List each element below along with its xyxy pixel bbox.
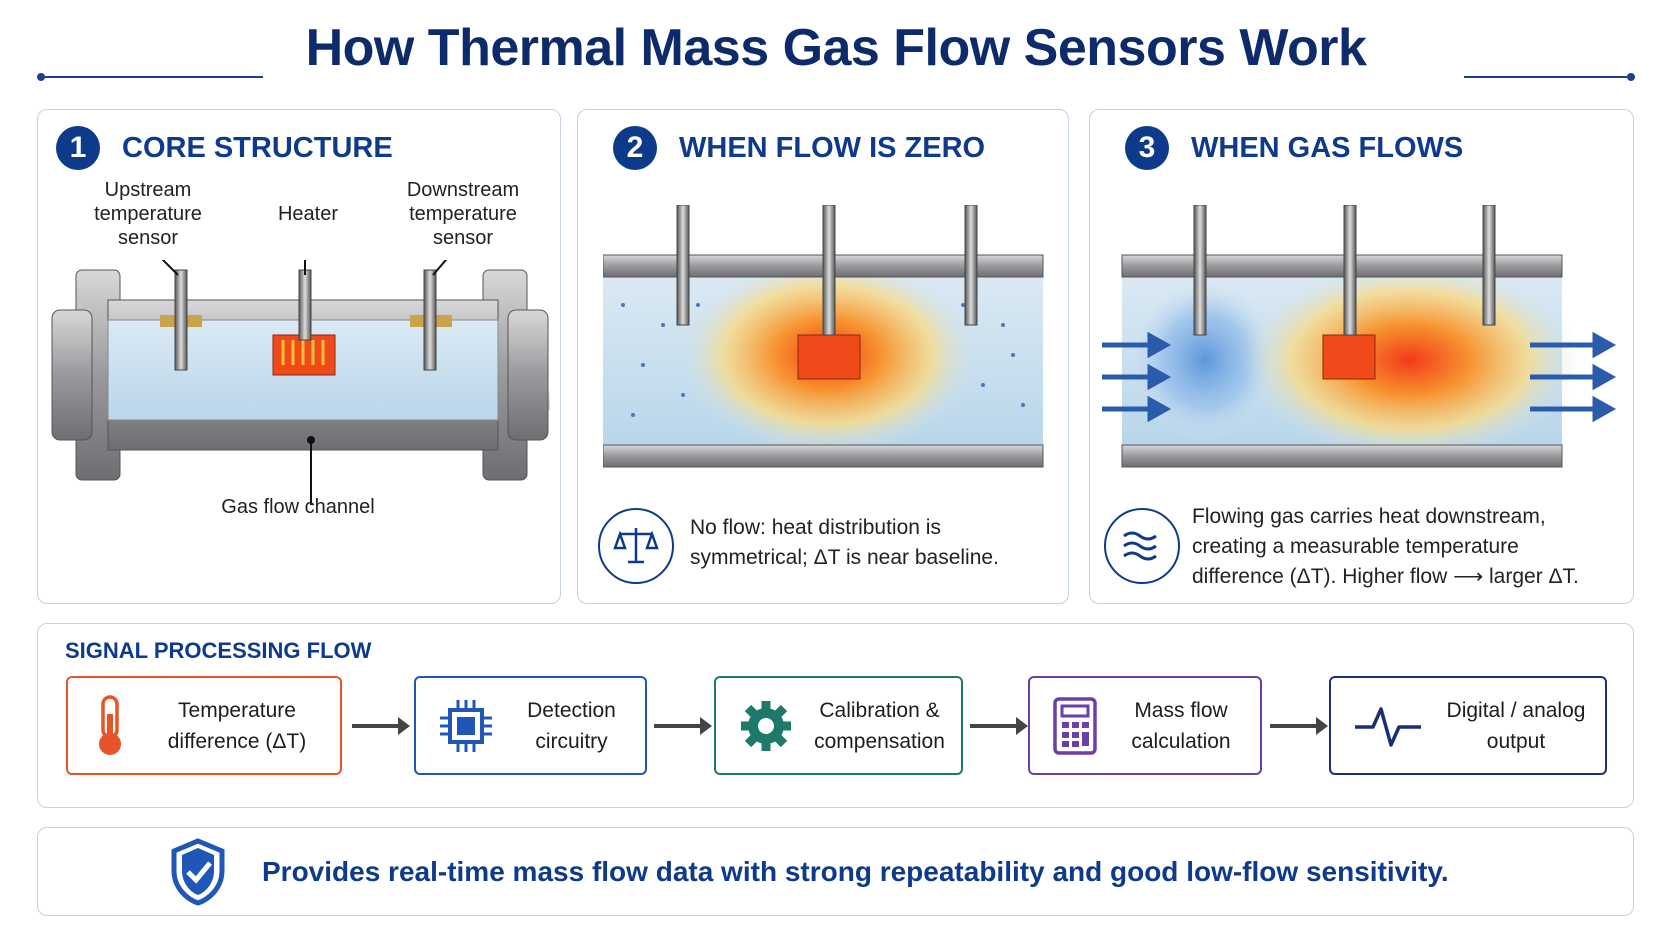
gas-flow-channel-label: Gas flow channel bbox=[221, 496, 375, 518]
zero-flow-description: No flow: heat distribution is symmetrica… bbox=[690, 516, 999, 569]
downstream-sensor-label: Downstream temperature sensor bbox=[406, 179, 520, 249]
step-number-badge: 2 bbox=[613, 126, 657, 170]
step-temperature-difference: Temperature difference (ΔT) bbox=[66, 676, 342, 775]
zero-flow-heat-diagram bbox=[603, 205, 1044, 468]
flow-arrow bbox=[352, 717, 410, 735]
gas-flow-description: Flowing gas carries heat downstream, cre… bbox=[1192, 505, 1579, 588]
summary-banner: Provides real-time mass flow data with s… bbox=[37, 827, 1634, 916]
flow-arrow bbox=[654, 717, 712, 735]
shield-check-icon bbox=[171, 837, 225, 906]
step-calibration: Calibration & compensation bbox=[714, 676, 963, 775]
page-title: How Thermal Mass Gas Flow Sensors Work bbox=[305, 19, 1367, 77]
panel-title: WHEN FLOW IS ZERO bbox=[679, 131, 986, 164]
step-label: Calibration & compensation bbox=[814, 698, 945, 753]
flow-arrow bbox=[970, 717, 1028, 735]
signal-wave-icon bbox=[1355, 706, 1421, 747]
gas-flowing-panel: 3 WHEN GAS FLOWS Flowing gas carries hea… bbox=[1089, 109, 1634, 604]
step-output: Digital / analog output bbox=[1329, 676, 1607, 775]
thermometer-icon bbox=[99, 694, 121, 755]
gas-flow-heat-diagram bbox=[1102, 205, 1617, 468]
step-detection-circuitry: Detection circuitry bbox=[414, 676, 647, 775]
gas-flow-waves-icon bbox=[1104, 508, 1180, 584]
flow-sensor-cross-section bbox=[51, 260, 550, 505]
heater-label: Heater bbox=[277, 203, 339, 225]
title-rule-left bbox=[41, 76, 263, 78]
title-rule-right bbox=[1464, 76, 1630, 78]
step-number-badge: 1 bbox=[56, 126, 100, 170]
upstream-sensor-label: Upstream temperature sensor bbox=[94, 179, 202, 249]
step-label: Digital / analog output bbox=[1446, 698, 1586, 753]
flow-arrow bbox=[1270, 717, 1328, 735]
step-mass-flow-calculation: Mass flow calculation bbox=[1028, 676, 1262, 775]
gear-icon bbox=[741, 700, 791, 751]
step-label: Temperature difference (ΔT) bbox=[167, 698, 307, 753]
calculator-icon bbox=[1053, 696, 1097, 755]
signal-flow-title: SIGNAL PROCESSING FLOW bbox=[65, 638, 372, 663]
title-rule-dot-right bbox=[1627, 73, 1635, 81]
balance-scale-icon bbox=[598, 508, 674, 584]
chip-icon bbox=[440, 699, 492, 752]
panel-title: CORE STRUCTURE bbox=[122, 131, 393, 164]
core-structure-panel: 1 CORE STRUCTURE Upstream temperature se… bbox=[37, 109, 561, 604]
step-label: Detection circuitry bbox=[527, 698, 616, 753]
panel-title: WHEN GAS FLOWS bbox=[1191, 131, 1464, 164]
step-label: Mass flow calculation bbox=[1131, 698, 1231, 753]
step-number-badge: 3 bbox=[1125, 126, 1169, 170]
zero-flow-panel: 2 WHEN FLOW IS ZERO No flow: heat distri… bbox=[577, 109, 1069, 604]
summary-text: Provides real-time mass flow data with s… bbox=[262, 855, 1449, 887]
